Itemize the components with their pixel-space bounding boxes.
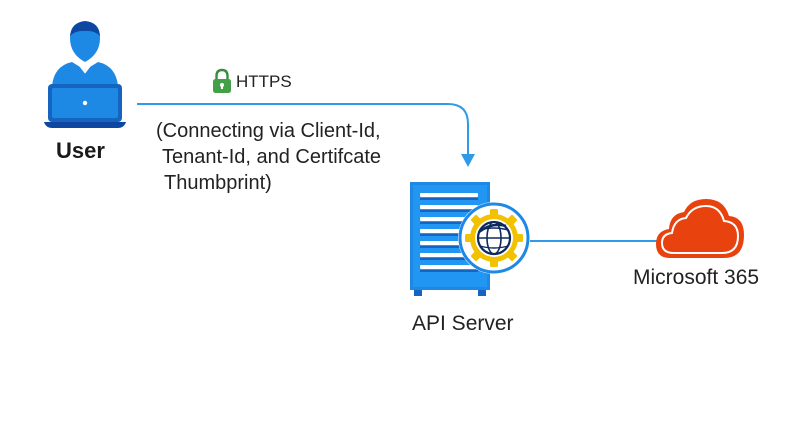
user-laptop-icon bbox=[44, 21, 126, 128]
microsoft-365-label: Microsoft 365 bbox=[633, 266, 760, 289]
gear-globe-icon bbox=[458, 202, 530, 274]
https-connector bbox=[137, 103, 475, 167]
cloud-icon bbox=[656, 199, 744, 258]
connection-note-line-1: (Connecting via Client-Id, bbox=[156, 120, 381, 142]
lock-icon bbox=[213, 68, 231, 93]
connection-note: (Connecting via Client-Id, Tenant-Id, an… bbox=[156, 118, 381, 196]
user-label: User bbox=[56, 138, 105, 163]
connection-note-line-3: Thumbprint) bbox=[164, 172, 272, 194]
server-rack-icon bbox=[410, 182, 490, 296]
https-label: HTTPS bbox=[236, 72, 292, 91]
api-server-label: API Server bbox=[412, 312, 514, 335]
connection-note-line-2: Tenant-Id, and Certifcate bbox=[162, 146, 382, 168]
